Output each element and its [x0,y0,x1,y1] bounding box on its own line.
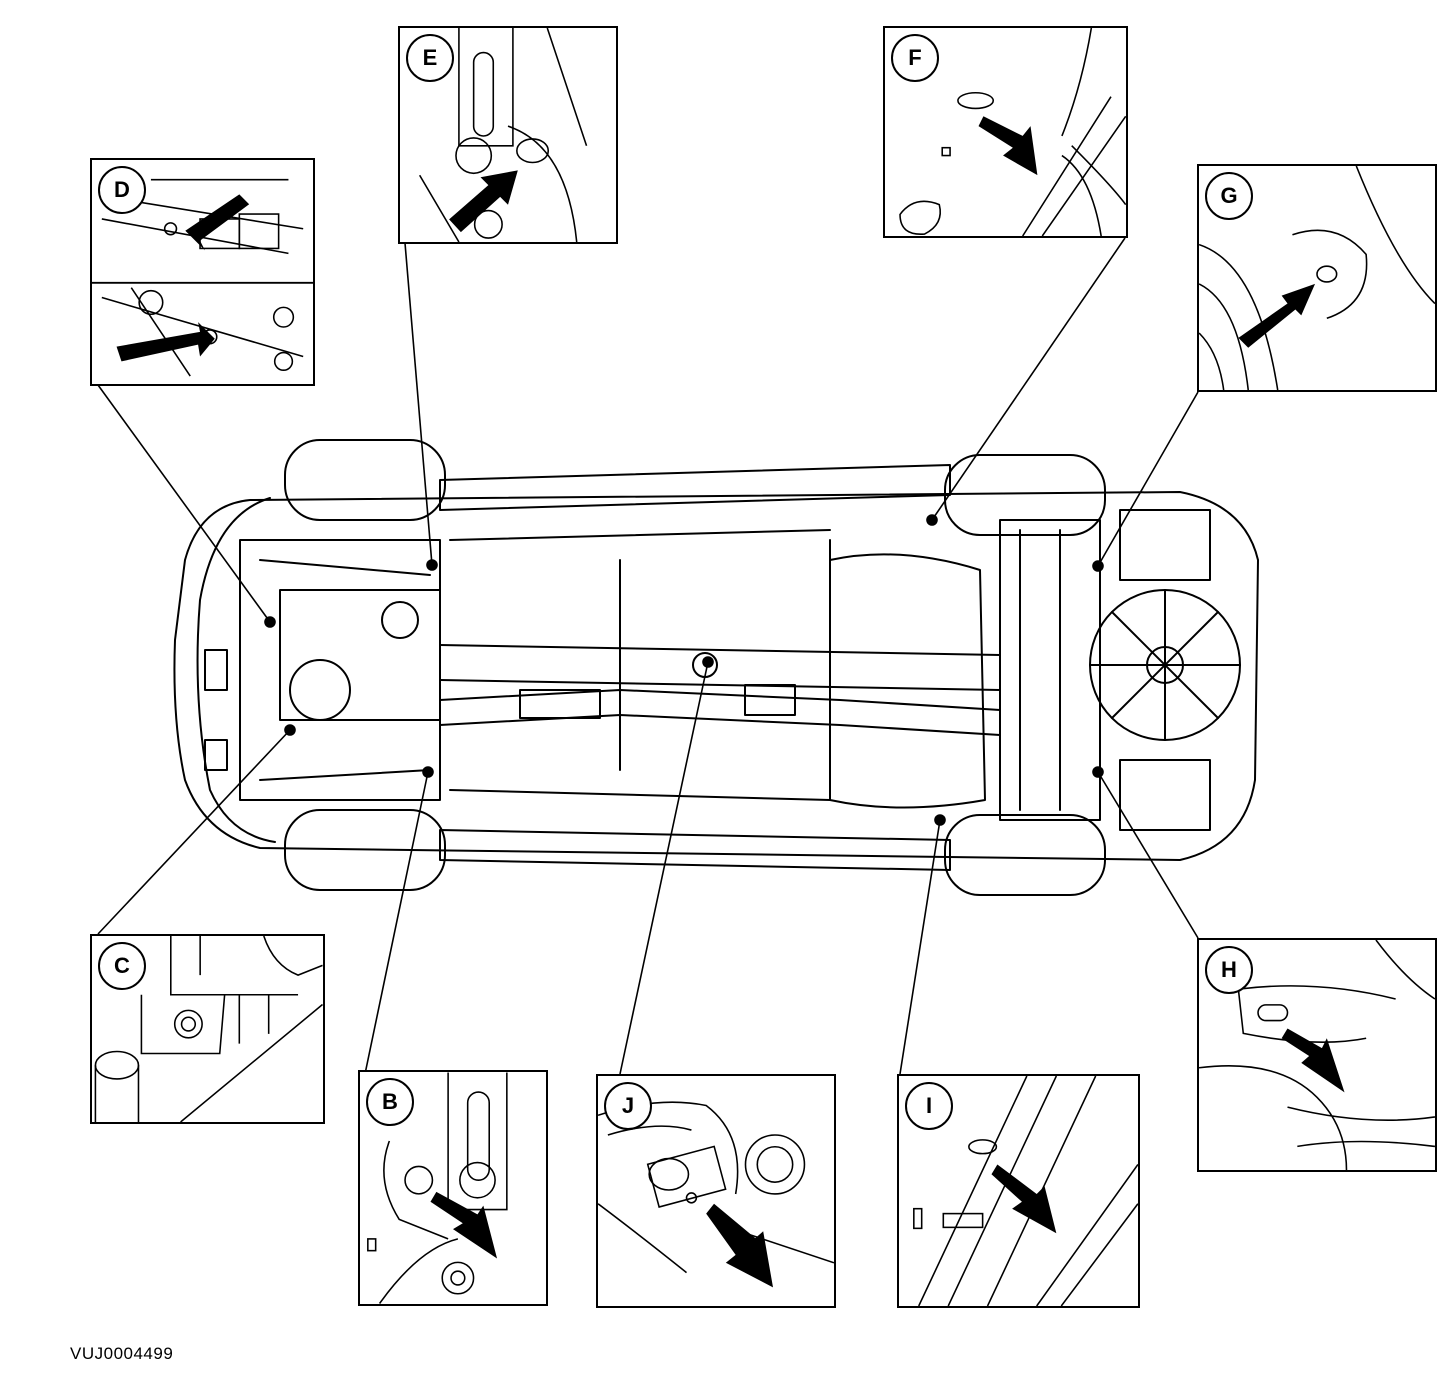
detail-c-drawing [94,936,323,1122]
detail-b-drawing [367,1072,508,1304]
arrow-icon [185,194,250,251]
detail-label-f: F [891,34,939,82]
leader-line-e [404,242,433,566]
leader-line-j [619,661,709,1075]
detail-panel-h: H [1197,938,1437,1172]
detail-panel-j: J [596,1074,836,1308]
detail-panel-c: C [90,934,325,1124]
detail-e-drawing [418,28,588,242]
leader-line-b [364,771,429,1075]
rear-left-wheel [944,454,1106,536]
front-right-wheel [284,809,446,891]
arrow-icon [1238,283,1316,348]
figure-identifier: VUJ0004499 [70,1344,174,1363]
fuel-tank [829,553,986,809]
detail-j-drawing [598,1101,834,1288]
arrow-icon [978,116,1038,176]
front-left-wheel [284,439,446,521]
leader-line-c [97,729,291,935]
detail-label-g: G [1205,172,1253,220]
detail-label-h: H [1205,946,1253,994]
detail-panel-b: B [358,1070,548,1306]
arrow-icon [991,1164,1057,1234]
detail-i-drawing [913,1076,1138,1306]
vehicle-body-outline [173,491,1259,861]
detail-label-j: J [604,1082,652,1130]
detail-label-b: B [366,1078,414,1126]
leader-line-h [1097,771,1199,939]
leader-line-g [1097,391,1199,567]
detail-panel-i: I [897,1074,1140,1308]
detail-g-drawing [1199,166,1435,390]
arrow-icon [449,170,518,233]
detail-label-i: I [905,1082,953,1130]
arrow-icon [430,1191,498,1259]
leader-line-i [899,819,941,1075]
leader-line-d [97,384,271,623]
detail-panel-g: G [1197,164,1437,392]
detail-f-drawing [899,28,1126,236]
detail-panel-d: D [90,158,315,386]
detail-label-c: C [98,942,146,990]
detail-d-drawing [92,178,313,377]
leader-line-f [931,237,1126,521]
detail-label-d: D [98,166,146,214]
detail-panel-e: E [398,26,618,244]
detail-panel-f: F [883,26,1128,238]
driveshaft [439,644,1001,691]
arrow-icon [706,1203,774,1288]
detail-label-e: E [406,34,454,82]
arrow-icon [116,322,215,362]
detail-h-drawing [1199,940,1435,1170]
rear-right-wheel [944,814,1106,896]
arrow-icon [1281,1028,1345,1093]
